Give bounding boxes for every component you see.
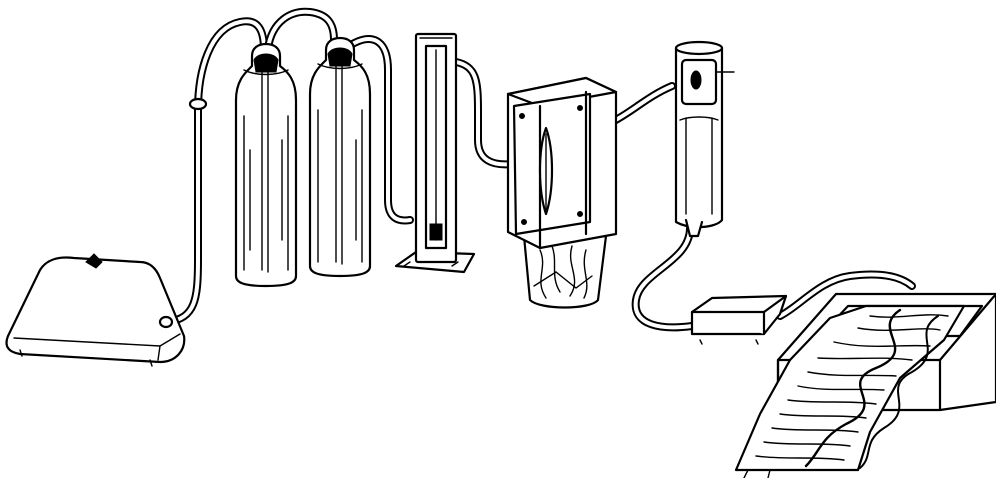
wash-bottle-1 (236, 44, 296, 286)
amplifier-box (692, 296, 786, 344)
air-pump (7, 254, 185, 366)
flowmeter (396, 34, 474, 272)
leaf-chamber (508, 78, 616, 308)
wash-bottle-2 (310, 38, 370, 276)
gas-analyzer-cell (676, 42, 734, 236)
